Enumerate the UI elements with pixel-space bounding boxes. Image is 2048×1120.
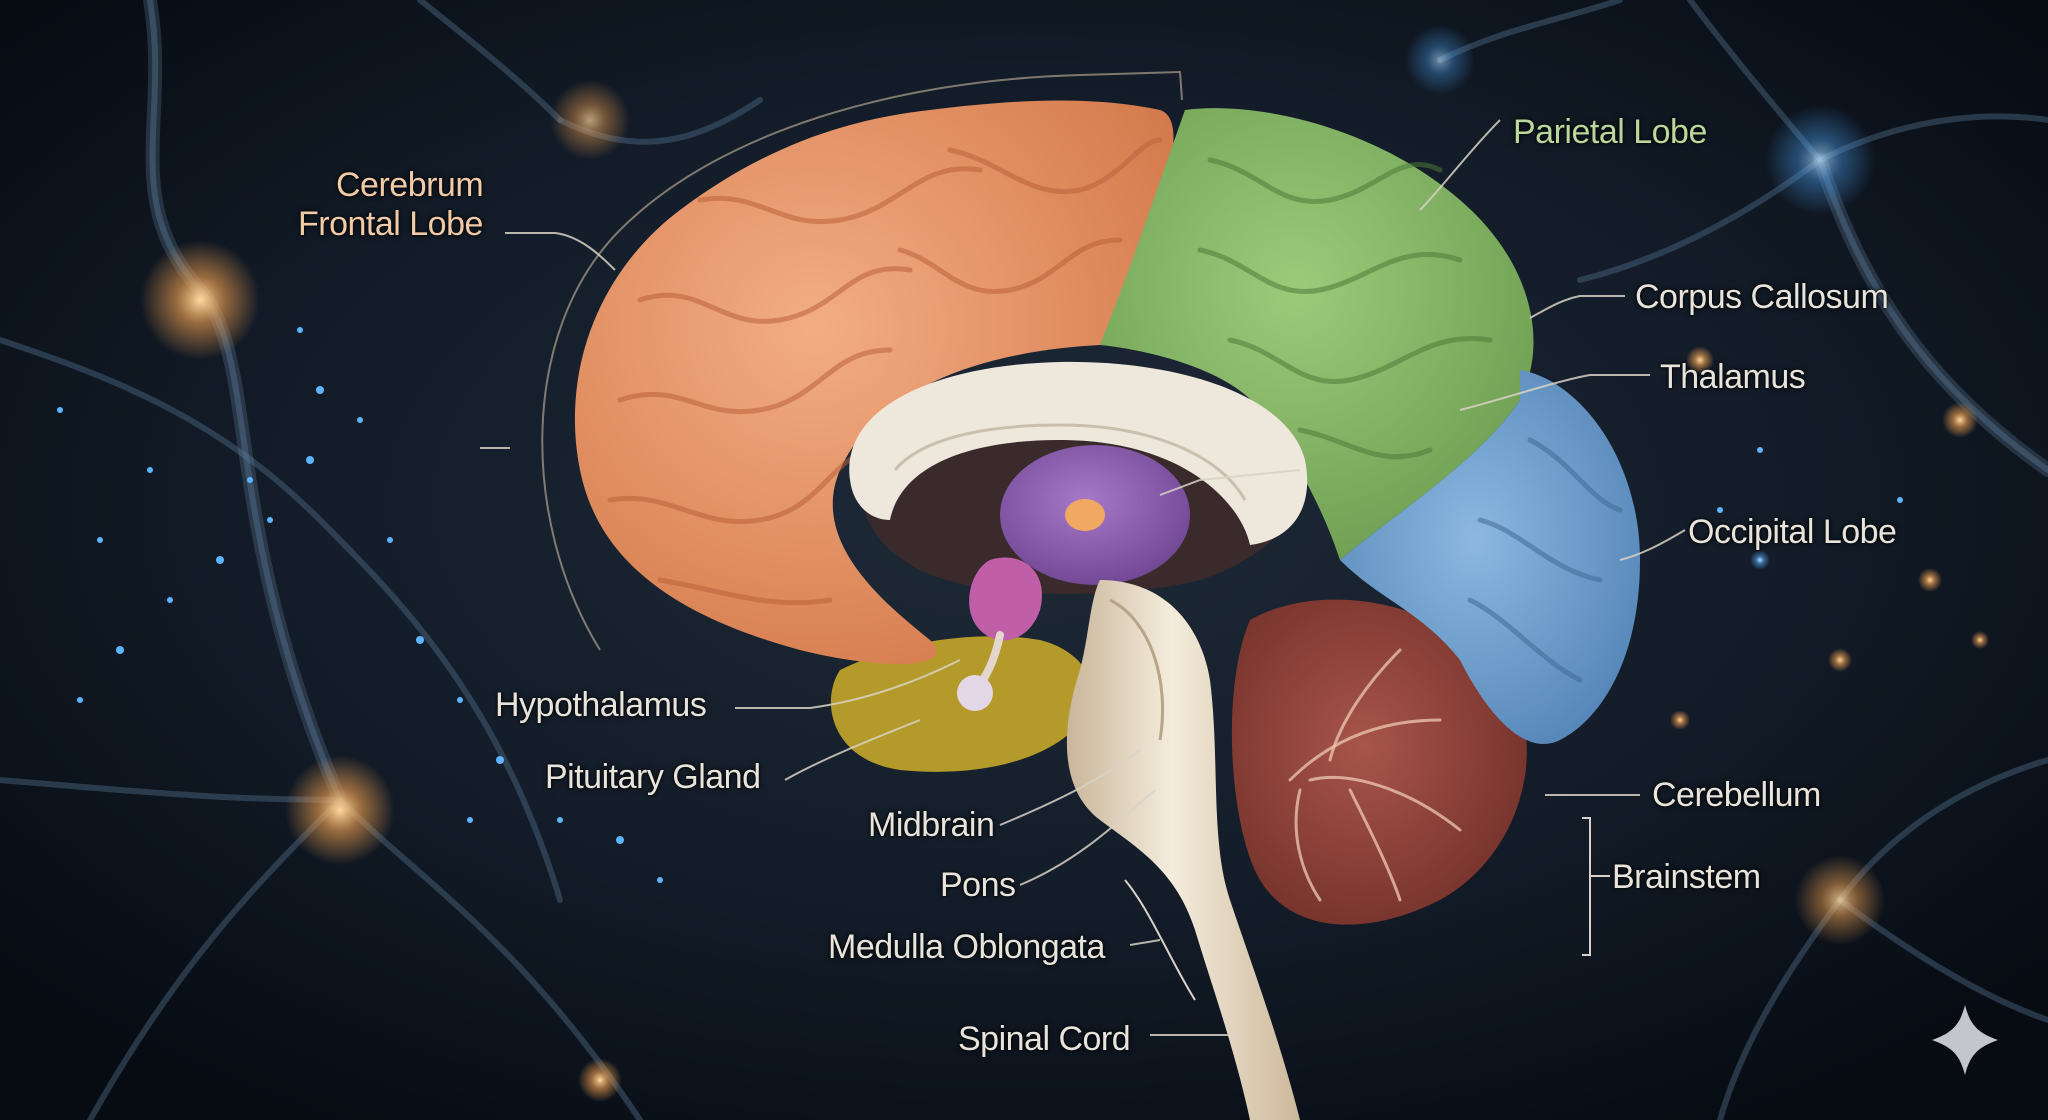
label-corpus-callosum: Corpus Callosum <box>1635 278 1889 316</box>
pituitary-gland <box>957 675 993 711</box>
brainstem-bracket <box>1582 817 1591 956</box>
label-frontal-lobe: Frontal Lobe <box>298 205 483 244</box>
frontal-lobe <box>574 100 1174 664</box>
label-cerebellum: Cerebellum <box>1652 776 1821 814</box>
label-midbrain: Midbrain <box>868 806 995 844</box>
label-brainstem: Brainstem <box>1612 858 1761 896</box>
blue-dots <box>57 327 1903 883</box>
brainstem <box>1066 580 1300 1120</box>
label-pons: Pons <box>940 866 1016 904</box>
label-medulla-oblongata: Medulla Oblongata <box>828 928 1105 966</box>
label-cerebrum: Cerebrum <box>336 166 484 204</box>
light-particles <box>140 25 1989 1102</box>
label-parietal-lobe: Parietal Lobe <box>1513 113 1707 151</box>
cerebellum <box>1231 599 1527 925</box>
label-occipital-lobe: Occipital Lobe <box>1688 513 1897 551</box>
frame-arc <box>541 70 1183 651</box>
label-thalamus: Thalamus <box>1660 358 1806 396</box>
sparkle-icon <box>1932 1005 1998 1075</box>
corpus-callosum <box>849 361 1308 545</box>
leader-lines <box>480 119 1686 1036</box>
label-spinal-cord: Spinal Cord <box>958 1020 1131 1058</box>
label-pituitary-gland: Pituitary Gland <box>545 758 761 796</box>
hypothalamus <box>969 557 1042 641</box>
label-cerebrum-frontal: Cerebrum Frontal Lobe <box>298 166 484 244</box>
label-hypothalamus: Hypothalamus <box>495 686 707 724</box>
parietal-lobe <box>1100 108 1534 560</box>
